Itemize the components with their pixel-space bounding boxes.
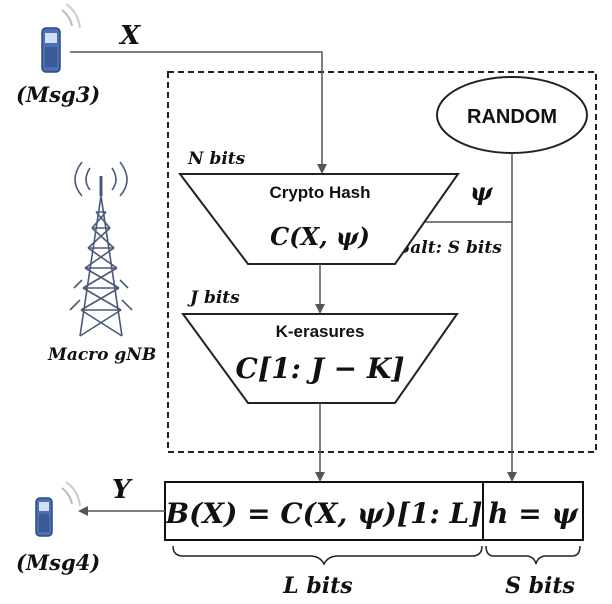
s-bits-brace xyxy=(485,545,581,565)
processing-frame xyxy=(167,71,597,453)
s-bits-label: S bits xyxy=(505,573,575,599)
output-y-label: Y xyxy=(112,475,133,505)
msg4-label: (Msg4) xyxy=(16,550,100,575)
salt-formula: h = ψ xyxy=(488,497,579,530)
erasure-title: K-erasures xyxy=(276,322,365,341)
output-formula: B(X) = C(X, ψ)[1: L] xyxy=(165,497,483,530)
phone-msg3-icon xyxy=(41,3,81,73)
msg3-label: (Msg3) xyxy=(16,82,100,107)
random-label: RANDOM xyxy=(467,106,557,128)
psi-label: ψ xyxy=(470,177,494,206)
j-bits-label: J bits xyxy=(187,288,240,308)
l-bits-label: L bits xyxy=(282,573,352,599)
crypto-hash-block xyxy=(177,173,460,265)
hash-formula: C(X, ψ) xyxy=(270,222,370,251)
input-x-label: X xyxy=(118,21,142,51)
k-erasures-block xyxy=(181,313,459,404)
hash-title: Crypto Hash xyxy=(269,183,370,202)
n-bits-label: N bits xyxy=(187,149,246,169)
gnb-label: Macro gNB xyxy=(47,345,156,365)
l-bits-brace xyxy=(172,545,483,566)
tower-icon xyxy=(69,161,133,337)
input-arrow xyxy=(70,51,327,174)
erasure-formula: C[1: J − K] xyxy=(236,352,405,385)
salt-label: Salt: S bits xyxy=(398,238,502,258)
phone-msg4-icon xyxy=(35,481,81,537)
